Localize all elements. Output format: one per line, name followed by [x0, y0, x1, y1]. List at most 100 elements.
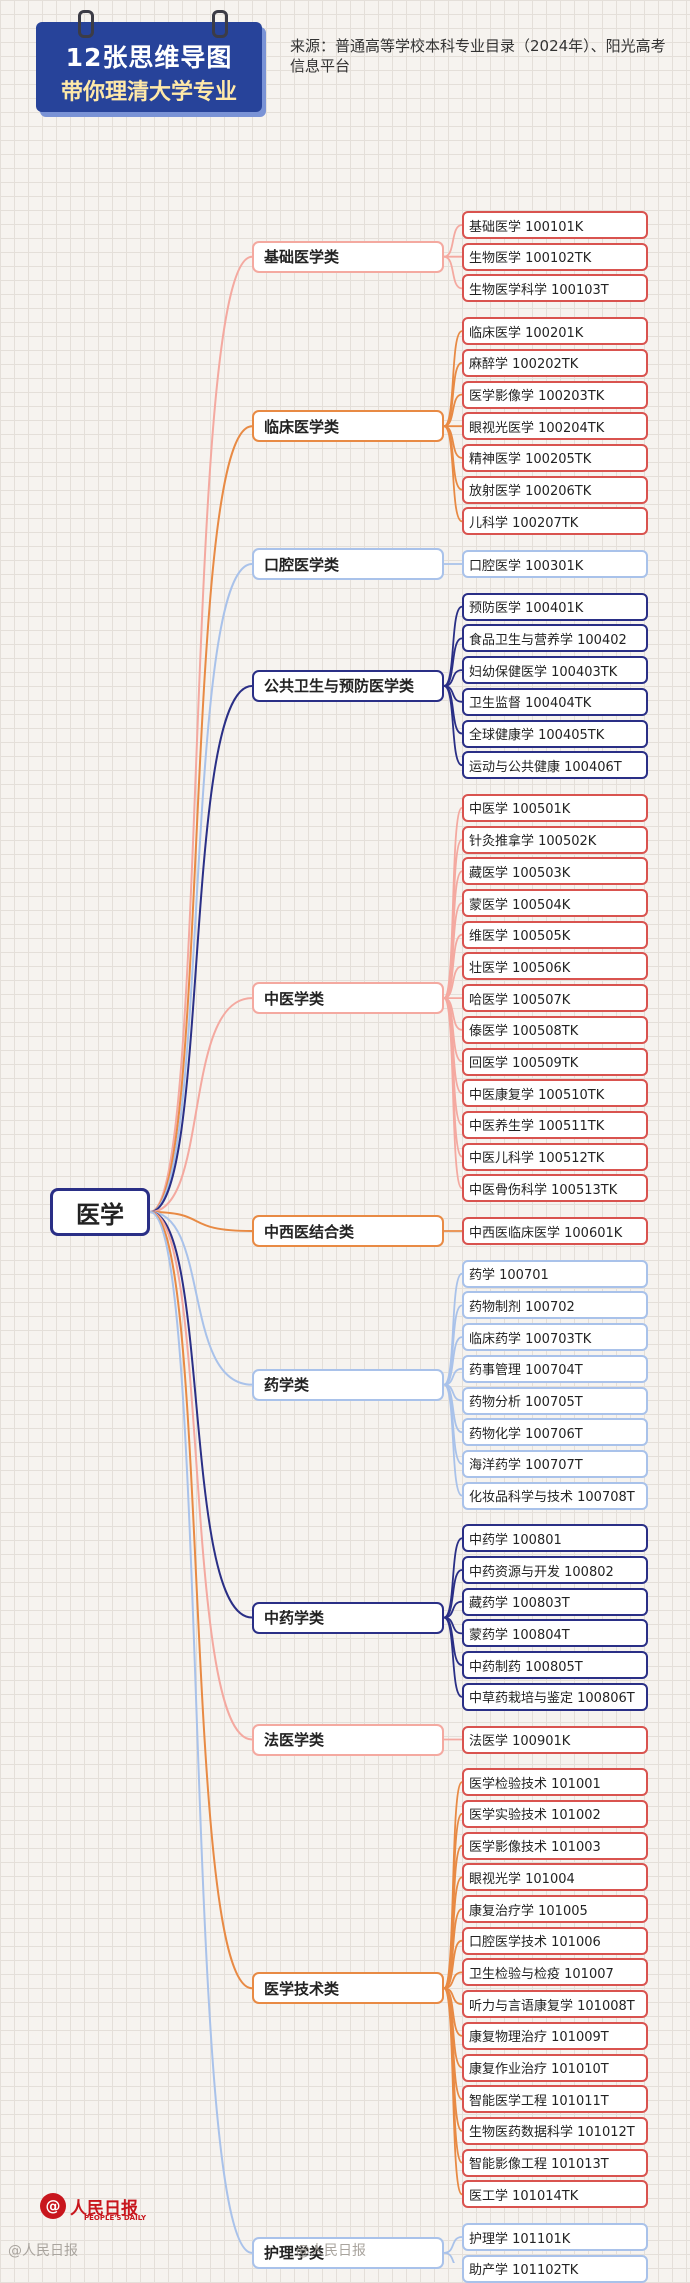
- major-node: 药事管理 100704T: [462, 1354, 648, 1383]
- root-branch-line: [149, 1211, 253, 1232]
- major-node: 康复作业治疗 101010T: [462, 2053, 648, 2082]
- major-node: 中药学 100801: [462, 1524, 648, 1553]
- category-node: 中医学类: [252, 982, 444, 1015]
- major-node: 食品卫生与营养学 100402: [462, 624, 648, 653]
- category-node: 中西医结合类: [252, 1215, 444, 1247]
- major-node: 康复治疗学 101005: [462, 1895, 648, 1923]
- major-node: 中西医临床医学 100601K: [462, 1217, 648, 1245]
- major-node: 医学检验技术 101001: [462, 1768, 648, 1797]
- category-branch-line: [443, 425, 463, 523]
- major-node: 护理学 101101K: [462, 2223, 648, 2251]
- major-node: 口腔医学技术 101006: [462, 1926, 648, 1955]
- major-node: 放射医学 100206TK: [462, 475, 648, 504]
- category-branch-line: [443, 1537, 463, 1619]
- category-branch-line: [443, 2236, 463, 2254]
- major-node: 生物医药数据科学 101012T: [462, 2116, 648, 2145]
- major-node: 智能影像工程 101013T: [462, 2148, 648, 2177]
- major-node: 医学实验技术 101002: [462, 1799, 648, 1828]
- major-node: 智能医学工程 101011T: [462, 2085, 648, 2114]
- category-branch-line: [443, 1272, 463, 1386]
- category-node: 临床医学类: [252, 410, 444, 443]
- major-node: 助产学 101102TK: [462, 2254, 648, 2283]
- root-node: 医学: [50, 1188, 150, 1236]
- binder-ring-icon: [212, 10, 228, 38]
- category-node: 口腔医学类: [252, 548, 444, 580]
- major-node: 听力与言语康复学 101008T: [462, 1990, 648, 2019]
- root-branch-line: [149, 1211, 253, 1990]
- title-line-1: 12张思维导图: [65, 43, 233, 72]
- title-line-2: 带你理清大学专业: [60, 80, 237, 105]
- major-node: 基础医学 100101K: [462, 211, 648, 239]
- major-node: 中医骨伤科学 100513TK: [462, 1174, 648, 1203]
- root-branch-line: [149, 425, 253, 1213]
- root-branch-line: [149, 684, 253, 1213]
- major-node: 临床药学 100703TK: [462, 1323, 648, 1352]
- major-node: 化妆品科学与技术 100708T: [462, 1481, 648, 1510]
- category-node: 药学类: [252, 1368, 444, 1401]
- category-branch-line: [443, 685, 463, 767]
- watermark-center: @人民日报: [296, 2243, 366, 2259]
- major-node: 中药制药 100805T: [462, 1651, 648, 1680]
- root-branch-line: [149, 1211, 253, 1741]
- major-node: 中药资源与开发 100802: [462, 1556, 648, 1584]
- category-node: 公共卫生与预防医学类: [252, 669, 444, 702]
- category-branch-line: [443, 224, 463, 258]
- major-node: 回医学 100509TK: [462, 1047, 648, 1076]
- binder-ring-icon: [78, 10, 94, 38]
- major-node: 医工学 101014TK: [462, 2180, 648, 2209]
- category-branch-line: [443, 997, 463, 1190]
- major-node: 针灸推拿学 100502K: [462, 825, 648, 854]
- root-branch-line: [149, 563, 253, 1213]
- major-node: 妇幼保健医学 100403TK: [462, 656, 648, 685]
- category-branch-line: [443, 1987, 463, 2196]
- major-node: 儿科学 100207TK: [462, 507, 648, 536]
- major-node: 药物制剂 100702: [462, 1291, 648, 1320]
- root-branch-line: [149, 1211, 253, 2254]
- major-node: 药物分析 100705T: [462, 1386, 648, 1415]
- major-node: 眼视光医学 100204TK: [462, 412, 648, 441]
- watermark-left: @人民日报: [8, 2243, 78, 2259]
- major-node: 中草药栽培与鉴定 100806T: [462, 1682, 648, 1711]
- major-node: 医学影像技术 101003: [462, 1831, 648, 1860]
- category-branch-line: [443, 255, 463, 290]
- root-branch-line: [149, 1211, 253, 1619]
- category-node: 法医学类: [252, 1723, 444, 1756]
- major-node: 蒙药学 100804T: [462, 1619, 648, 1648]
- major-node: 药学 100701: [462, 1259, 648, 1288]
- major-node: 中医养生学 100511TK: [462, 1110, 648, 1139]
- category-branch-line: [443, 1569, 463, 1619]
- major-node: 药物化学 100706T: [462, 1418, 648, 1447]
- source-note: 来源：普通高等学校本科专业目录（2024年）、阳光高考信息平台: [290, 37, 666, 75]
- category-branch-line: [443, 637, 463, 687]
- major-node: 生物医学科学 100103T: [462, 274, 648, 303]
- category-branch-line: [443, 1383, 463, 1497]
- category-branch-line: [443, 1939, 463, 1990]
- major-node: 哈医学 100507K: [462, 984, 648, 1013]
- major-node: 藏医学 100503K: [462, 857, 648, 886]
- category-branch-line: [443, 393, 463, 428]
- category-node: 中药学类: [252, 1601, 444, 1634]
- root-branch-line: [149, 997, 253, 1213]
- category-branch-line: [443, 965, 463, 999]
- major-node: 临床医学 100201K: [462, 317, 648, 346]
- major-node: 蒙医学 100504K: [462, 889, 648, 917]
- major-node: 运动与公共健康 100406T: [462, 751, 648, 780]
- logo-subtext: PEOPLE'S DAILY: [84, 2214, 147, 2222]
- category-branch-line: [443, 605, 463, 687]
- major-node: 中医儿科学 100512TK: [462, 1142, 648, 1171]
- major-node: 眼视光学 101004: [462, 1863, 648, 1892]
- title-banner: 12张思维导图 带你理清大学专业: [36, 10, 262, 112]
- major-node: 壮医学 100506K: [462, 952, 648, 981]
- major-node: 医学影像学 100203TK: [462, 380, 648, 409]
- root-branch-line: [149, 1211, 253, 1386]
- category-branch-line: [443, 2251, 455, 2263]
- major-node: 精神医学 100205TK: [462, 443, 648, 472]
- logo-text: 人民日报: [70, 2198, 138, 2219]
- major-node: 维医学 100505K: [462, 920, 648, 949]
- major-node: 傣医学 100508TK: [462, 1015, 648, 1044]
- category-node: 基础医学类: [252, 240, 444, 273]
- major-node: 预防医学 100401K: [462, 592, 648, 621]
- category-branch-line: [443, 1336, 463, 1386]
- major-node: 卫生监督 100404TK: [462, 687, 648, 716]
- major-node: 生物医学 100102TK: [462, 242, 648, 271]
